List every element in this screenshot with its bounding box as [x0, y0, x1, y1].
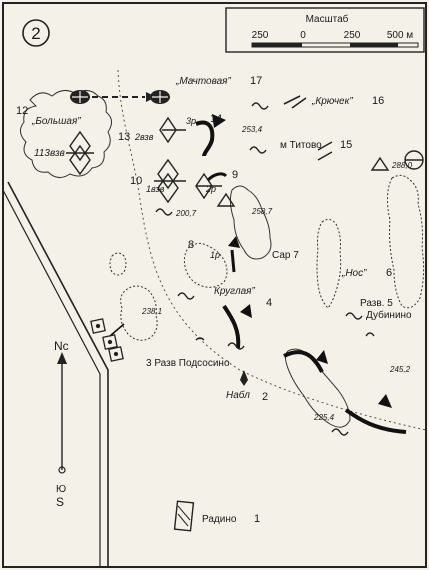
label-kruglaya: Круглая” [214, 286, 255, 297]
squares-left [90, 318, 124, 362]
trench-podsosino [195, 337, 245, 350]
forest-238 [120, 285, 158, 341]
scale-tick-3: 500 м [387, 30, 413, 41]
label-n245: 245,2 [389, 365, 411, 374]
forest-small-west [109, 252, 127, 276]
road-line [7, 181, 109, 566]
label-r1: 1р [210, 250, 220, 260]
arrow-4 [222, 304, 241, 349]
road-line-parallel [2, 189, 101, 566]
label-bolshaya: „Большая” [31, 116, 81, 127]
arrow-225-head [316, 350, 328, 364]
label-zvz11: 113взв [34, 148, 65, 159]
label-n200: 200,7 [175, 209, 197, 218]
arrow-4-head [240, 304, 252, 318]
label-n8: 8 [188, 239, 194, 251]
platoon-10 [154, 158, 186, 204]
label-yu: Ю [56, 484, 66, 495]
label-raz5: Разв. 5 [360, 298, 393, 309]
north-arrow-tail [58, 466, 66, 474]
hill-triangle-9 [216, 192, 236, 207]
observation-post-marker [240, 370, 248, 386]
forest-kruglaya [183, 242, 228, 288]
trench-253 [251, 102, 269, 110]
arrow-8 [230, 249, 236, 273]
radino-building [173, 500, 195, 532]
label-nabl: Набл [226, 389, 250, 401]
label-n225: 225,4 [313, 413, 335, 422]
arrow-small-left [109, 323, 125, 337]
label-titovo: м Титово [280, 140, 322, 151]
label-n288: 288,0 [391, 161, 413, 170]
platoon-11 [66, 130, 94, 176]
scale-tick-2: 250 [344, 30, 361, 41]
trench-15 [249, 141, 333, 161]
label-nc: Nc [54, 339, 69, 353]
trench-225 [331, 428, 349, 436]
trench-kruglaya [177, 292, 195, 300]
arrow-9 [206, 172, 228, 182]
label-n258: 258,7 [251, 207, 273, 216]
radino-hatch [177, 505, 191, 527]
trench-dubinino [345, 312, 375, 337]
arrow-14 [195, 120, 215, 157]
forest-boundary [117, 69, 427, 431]
scale-bar-fill-2 [350, 43, 398, 47]
label-mast: „Мачтовая” [175, 76, 232, 87]
forest-nos [316, 218, 342, 309]
scale-tick-0: 250 [252, 30, 269, 41]
forest-bolshaya [20, 90, 112, 178]
platoon-13 [159, 116, 186, 144]
label-n14: 14 [210, 113, 222, 125]
label-n6: 6 [386, 267, 392, 279]
label-n12: 12 [16, 105, 28, 117]
scale-bar-fill [252, 43, 302, 47]
label-sar7: Сар 7 [272, 250, 299, 261]
map-number-circle [22, 19, 50, 47]
label-n15: 15 [340, 139, 352, 151]
label-zvz2r: 2р [205, 184, 216, 194]
map-number: 2 [31, 24, 40, 43]
label-s: S [56, 495, 64, 509]
label-n4: 4 [266, 297, 272, 309]
label-n253: 253,4 [241, 125, 263, 134]
label-zvz3: 3р [186, 116, 196, 126]
label-kryuchek: „Крючек” [311, 96, 353, 107]
label-n13: 13 [118, 131, 130, 143]
label-zvz2: 2взв [134, 132, 154, 142]
arrow-8-head [228, 236, 240, 248]
arrow-225 [283, 350, 324, 373]
label-dubinino: Дубинино [366, 309, 412, 321]
arrow-14-head [212, 114, 226, 128]
label-n17: 17 [250, 75, 262, 87]
label-n10: 10 [130, 175, 142, 187]
label-n16: 16 [372, 95, 384, 107]
label-n1: 1 [254, 513, 260, 525]
trench-kryuchek [283, 95, 307, 109]
label-nos: „Нос” [341, 268, 367, 279]
arrow-east [344, 408, 407, 434]
scale-title: Масштаб [306, 13, 349, 25]
label-n9: 9 [232, 169, 238, 181]
label-n2: 2 [262, 391, 268, 403]
north-arrow-head [57, 352, 67, 364]
hill-triangle-288 [370, 156, 390, 171]
label-radino: Радино [202, 514, 237, 525]
label-n238: 238,1 [141, 307, 162, 316]
arrow-east-head [378, 394, 392, 408]
forest-hill-258 [229, 185, 272, 260]
forest-east [386, 174, 425, 309]
label-zvz1: 1взв [146, 184, 165, 194]
trench-200 [155, 208, 173, 216]
label-raz3: 3 Разв Подсосино [146, 358, 230, 369]
platoon-2r [195, 172, 222, 200]
unit-symbol-17 [150, 90, 170, 104]
unit-symbol-12 [70, 90, 90, 104]
scale-tick-1: 0 [300, 30, 306, 41]
